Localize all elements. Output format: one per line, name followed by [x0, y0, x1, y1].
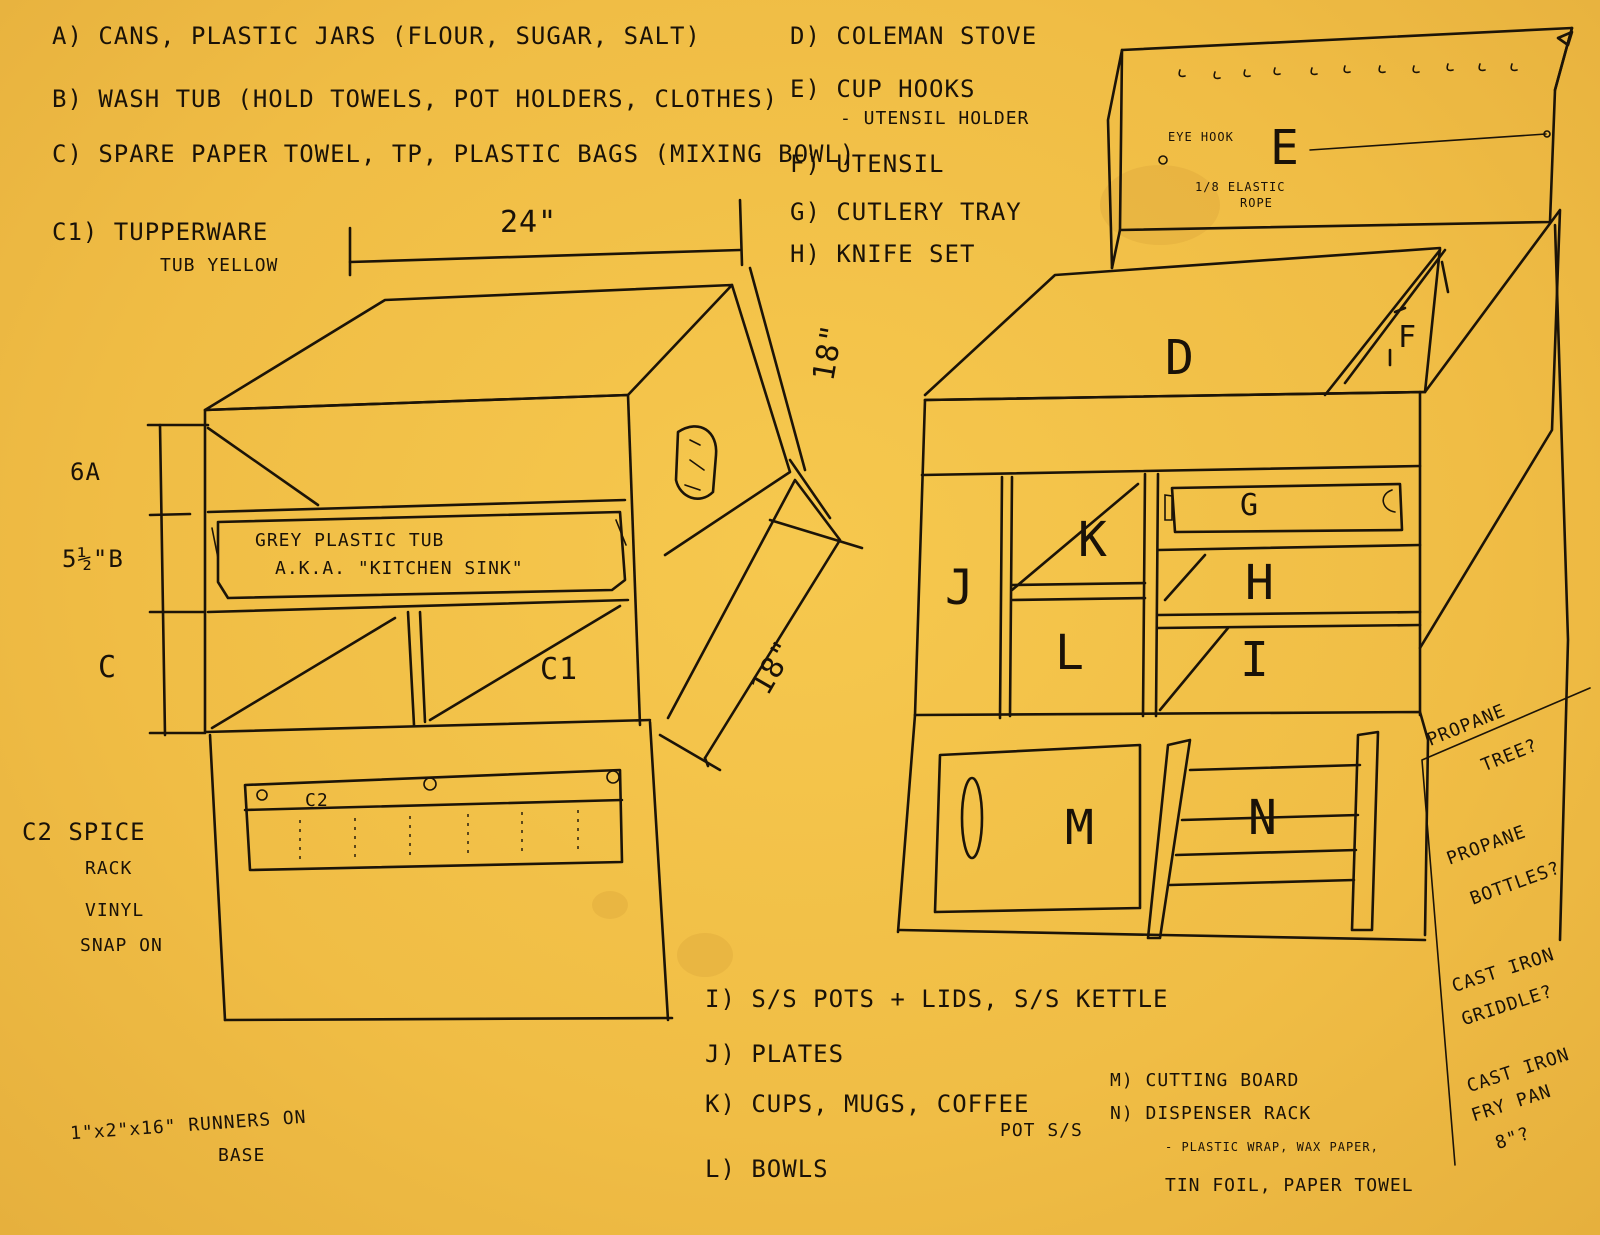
height-b-label: 5½"B	[62, 545, 124, 573]
legend-item-i: I) S/S POTS + LIDS, S/S KETTLE	[705, 985, 1169, 1013]
legend-item-e: E) CUP HOOKS	[790, 75, 976, 103]
legend-item-n-detail-2: TIN FOIL, PAPER TOWEL	[1165, 1175, 1414, 1196]
legend-item-d: D) COLEMAN STOVE	[790, 22, 1038, 50]
spice-rack-note-line3: VINYL	[85, 900, 145, 921]
tub-label-line2: A.K.A. "KITCHEN SINK"	[275, 558, 524, 579]
legend-item-k: K) CUPS, MUGS, COFFEE	[705, 1090, 1030, 1118]
elastic-rope-label-line2: ROPE	[1240, 196, 1273, 210]
legend-item-l: L) BOWLS	[705, 1155, 829, 1183]
width-dimension-label: 24"	[500, 205, 558, 240]
runners-note-line2: BASE	[218, 1145, 266, 1166]
compartment-f-label: F	[1398, 320, 1418, 355]
legend-item-m: M) CUTTING BOARD	[1110, 1070, 1300, 1091]
c1-bin-label: C1	[540, 652, 579, 687]
legend-item-c: C) SPARE PAPER TOWEL, TP, PLASTIC BAGS (…	[52, 140, 856, 168]
compartment-d-label: D	[1165, 330, 1195, 386]
legend-item-k-detail: POT S/S	[1000, 1120, 1083, 1141]
compartment-j-label: J	[945, 560, 975, 616]
legend-item-g: G) CUTLERY TRAY	[790, 198, 1022, 226]
eye-hook-label: EYE HOOK	[1168, 130, 1234, 144]
compartment-h-label: H	[1245, 555, 1275, 611]
compartment-l-label: L	[1055, 625, 1085, 681]
height-c-label: C	[98, 650, 118, 685]
right-box-drawing	[896, 26, 1591, 1166]
spice-rack-note-line2: RACK	[85, 858, 133, 879]
legend-item-h: H) KNIFE SET	[790, 240, 976, 268]
paper-stain	[677, 933, 733, 977]
paper-stain	[1100, 165, 1220, 245]
legend-item-b: B) WASH TUB (HOLD TOWELS, POT HOLDERS, C…	[52, 85, 779, 113]
legend-item-f: F) UTENSIL	[790, 150, 945, 178]
compartment-n-label: N	[1248, 790, 1278, 846]
spice-rack-note-line1: C2 SPICE	[22, 818, 146, 846]
compartment-k-label: K	[1078, 512, 1108, 568]
compartment-e-label: E	[1270, 120, 1300, 176]
compartment-i-label: I	[1240, 632, 1270, 688]
legend-item-e-detail: - UTENSIL HOLDER	[840, 108, 1030, 129]
legend-item-c1: C1) TUPPERWARE	[52, 218, 269, 246]
tub-label-line1: GREY PLASTIC TUB	[255, 530, 445, 551]
compartment-m-label: M	[1065, 800, 1095, 856]
paper-stain	[592, 891, 628, 919]
spice-rack-note-line4: SNAP ON	[80, 935, 163, 956]
legend-item-a: A) CANS, PLASTIC JARS (FLOUR, SUGAR, SAL…	[52, 22, 701, 50]
legend-item-n-detail-1: - PLASTIC WRAP, WAX PAPER,	[1165, 1140, 1379, 1154]
height-a-label: 6A	[70, 458, 101, 486]
compartment-g-label: G	[1240, 488, 1260, 523]
left-box-drawing	[146, 198, 864, 1022]
legend-item-n: N) DISPENSER RACK	[1110, 1103, 1312, 1124]
legend-item-c1-detail: TUB YELLOW	[160, 255, 279, 276]
legend-item-j: J) PLATES	[705, 1040, 845, 1068]
c2-rack-label: C2	[305, 790, 329, 811]
elastic-rope-label-line1: 1/8 ELASTIC	[1195, 180, 1286, 194]
